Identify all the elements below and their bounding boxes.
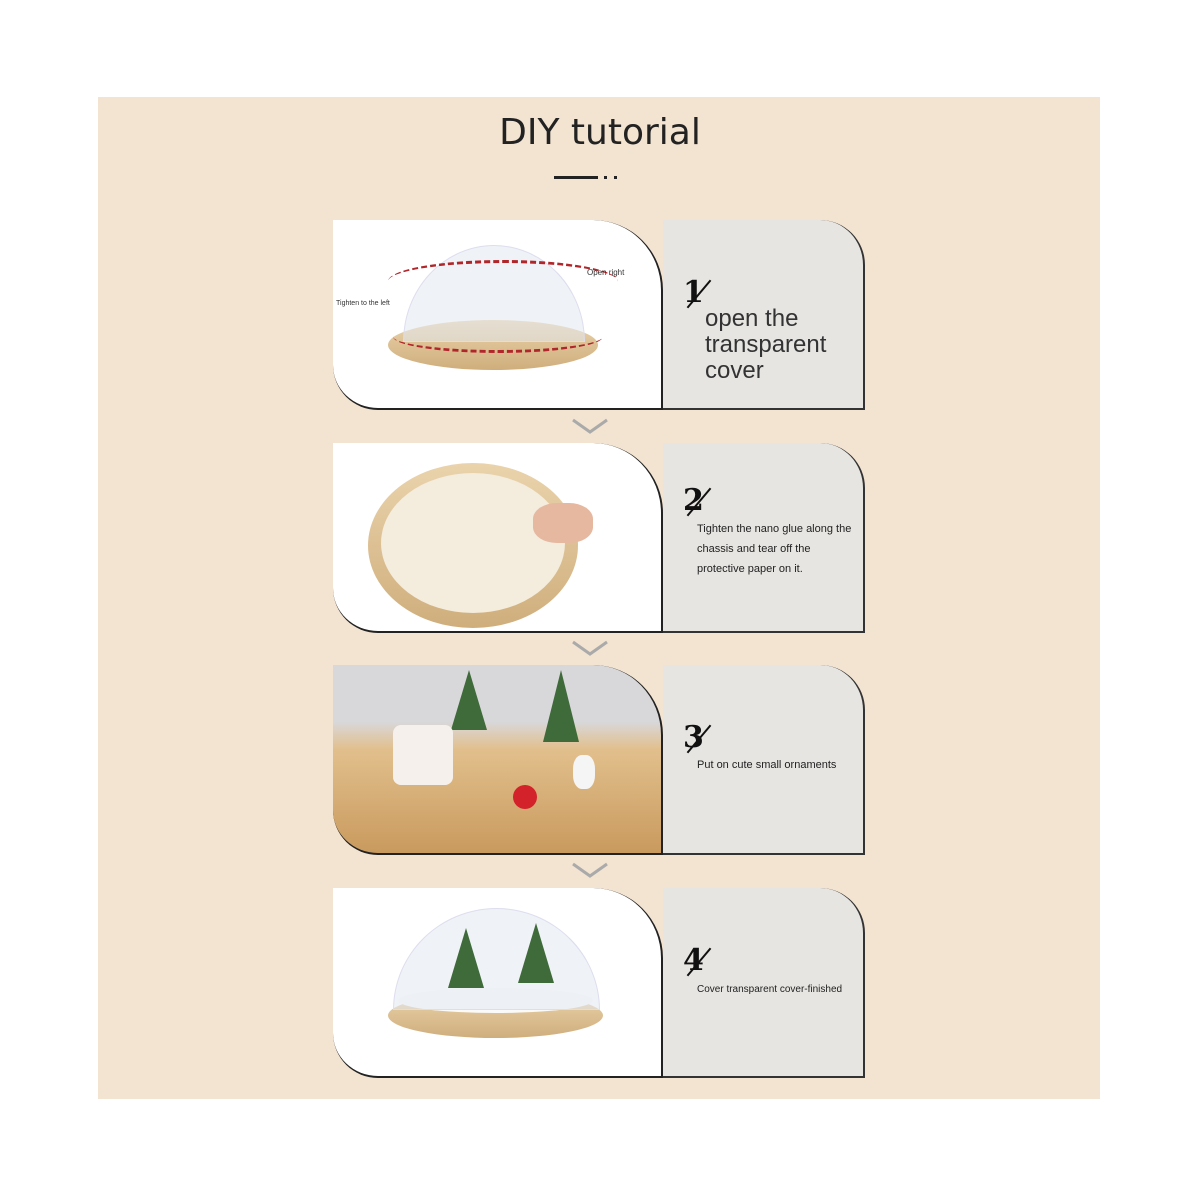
title-dot: [614, 176, 617, 179]
step-card-4: 4 Cover transparent cover-finished: [333, 888, 865, 1078]
tree: [448, 928, 484, 988]
hand: [533, 503, 593, 543]
step-text: Tighten the nano glue along the chassis …: [697, 523, 852, 575]
step-2-image: [333, 443, 663, 633]
title-dot: [604, 176, 607, 179]
step-number: 3: [683, 720, 704, 755]
step-4-text-panel: 4 Cover transparent cover-finished: [663, 888, 865, 1078]
label-tighten-left: Tighten to the left: [336, 300, 390, 307]
step-card-2: 2 Tighten the nano glue along the chassi…: [333, 443, 865, 633]
snowman-ornament: [573, 755, 595, 789]
chevron-down-icon: [572, 418, 608, 434]
protective-paper: [381, 473, 565, 613]
tree: [518, 923, 554, 983]
step-3-text-panel: 3 Put on cute small ornaments: [663, 665, 865, 855]
step-text: open the transparent cover: [705, 305, 827, 384]
arrow-path: [393, 320, 603, 353]
tree: [543, 670, 579, 742]
tree: [451, 670, 487, 730]
step-4-image: [333, 888, 663, 1078]
ornament: [513, 785, 537, 809]
chevron-down-icon: [572, 862, 608, 878]
title-underline: [554, 176, 598, 179]
chevron-down-icon: [572, 640, 608, 656]
step-number: 1: [683, 275, 704, 310]
house-ornament: [393, 725, 453, 785]
step-card-3: 3 Put on cute small ornaments: [333, 665, 865, 855]
step-1-text-panel: 1 open the transparent cover: [663, 220, 865, 410]
page-title: DIY tutorial: [499, 112, 701, 153]
label-open-right: Open right: [587, 268, 625, 277]
step-1-image: Open right Tighten to the left: [333, 220, 663, 410]
step-number: 4: [683, 943, 704, 978]
step-text: Put on cute small ornaments: [697, 759, 837, 771]
glass-dome: [393, 908, 600, 1010]
step-number: 2: [683, 483, 704, 518]
step-3-image: [333, 665, 663, 855]
step-2-text-panel: 2 Tighten the nano glue along the chassi…: [663, 443, 865, 633]
step-card-1: Open right Tighten to the left 1 open th…: [333, 220, 865, 410]
step-text: Cover transparent cover-finished: [697, 984, 843, 995]
arrow-path: [388, 260, 618, 303]
